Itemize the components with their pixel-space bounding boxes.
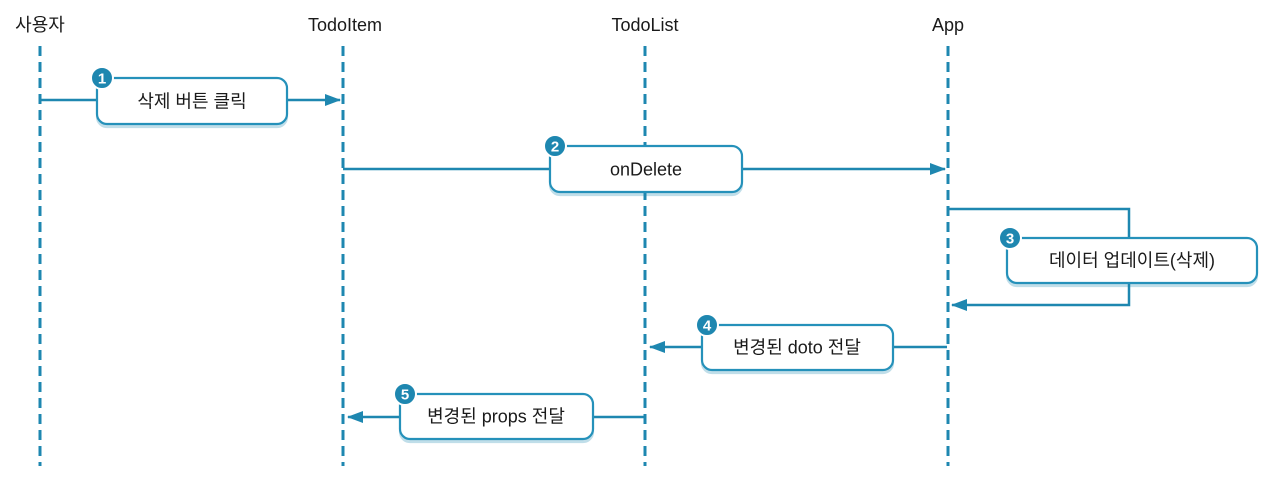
message-3-number: 3 [1006, 231, 1014, 248]
message-2-label: onDelete [610, 159, 682, 179]
actor-label-user: 사용자 [15, 15, 65, 35]
message-2: onDelete 2 [343, 134, 946, 194]
message-1-label: 삭제 버튼 클릭 [137, 91, 246, 111]
message-5-number: 5 [401, 387, 409, 404]
actor-headers: 사용자 TodoItem TodoList App [15, 15, 964, 35]
message-3-label: 데이터 업데이트(삭제) [1049, 250, 1215, 270]
message-5: 변경된 props 전달 5 [347, 382, 645, 441]
message-1-box [95, 76, 289, 126]
message-2-badge [543, 134, 567, 158]
message-3-box [1005, 236, 1259, 285]
message-5-label: 변경된 props 전달 [427, 406, 565, 426]
actor-label-todolist: TodoList [611, 15, 678, 35]
message-2-number: 2 [551, 139, 559, 156]
message-5-badge [393, 382, 417, 406]
message-4-number: 4 [703, 318, 712, 335]
message-1-number: 1 [98, 71, 106, 88]
message-2-box [548, 144, 744, 194]
message-4-box [700, 323, 895, 372]
message-4-label: 변경된 doto 전달 [733, 337, 861, 357]
message-4: 변경된 doto 전달 4 [649, 313, 947, 372]
message-4-badge [695, 313, 719, 337]
message-3: 데이터 업데이트(삭제) 3 [949, 207, 1259, 311]
actor-label-app: App [932, 15, 964, 35]
message-1: 삭제 버튼 클릭 1 [40, 66, 341, 126]
lifelines [38, 46, 950, 466]
actor-label-todoitem: TodoItem [308, 15, 382, 35]
message-3-badge [998, 226, 1022, 250]
message-5-box [398, 392, 595, 441]
message-1-badge [90, 66, 114, 90]
